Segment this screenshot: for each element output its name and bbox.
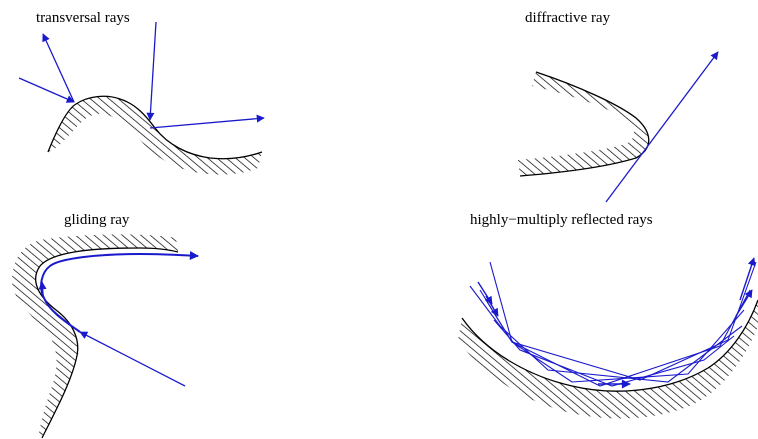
panel-gliding: [12, 234, 199, 439]
ray-gliding-along-boundary: [40, 251, 199, 333]
panel-title-diffractive-ray: diffractive ray: [525, 10, 611, 26]
reflected-ray-path-1: [489, 261, 751, 387]
reflected-ray-arrow-left-1: [477, 281, 493, 305]
panel-diffractive: [518, 51, 719, 203]
hatched-region-gliding: [12, 234, 178, 438]
reflected-ray-arrow-right-1: [739, 257, 756, 301]
hatched-region-multiply: [458, 300, 758, 419]
ray-incoming-left: [18, 77, 75, 103]
panel-title-transversal-rays: transversal rays: [36, 10, 130, 26]
reflected-ray-path-5: [493, 319, 735, 387]
boundary-curve-transversal: [47, 95, 263, 160]
reflected-ray-path-4: [485, 299, 745, 383]
boundary-curve-multiply: [461, 299, 758, 392]
hatched-region-transversal: [48, 96, 262, 175]
panel-title-gliding-ray: gliding ray: [64, 212, 130, 228]
ray-diffracted: [605, 51, 719, 203]
panel-title-highly-multiply-reflected-rays: highly−multiply reflected rays: [470, 212, 653, 228]
boundary-curve-gliding: [35, 247, 179, 439]
hatched-region-diffractive: [518, 72, 649, 176]
panel-multiply: [458, 257, 758, 419]
ray-incoming-gliding: [79, 331, 186, 387]
panel-transversal: [18, 21, 265, 175]
ray-incoming-top: [146, 21, 157, 121]
reflected-ray-arrow-right-2: [735, 289, 753, 317]
reflected-ray-path-2: [479, 261, 757, 381]
reflected-ray-arrow-left-2: [485, 295, 499, 317]
ray-reflected-right: [149, 114, 265, 129]
boundary-curve-diffractive: [519, 71, 650, 177]
ray-gliding-mid-arrow: [38, 281, 47, 297]
ray-reflected-up: [42, 33, 75, 103]
